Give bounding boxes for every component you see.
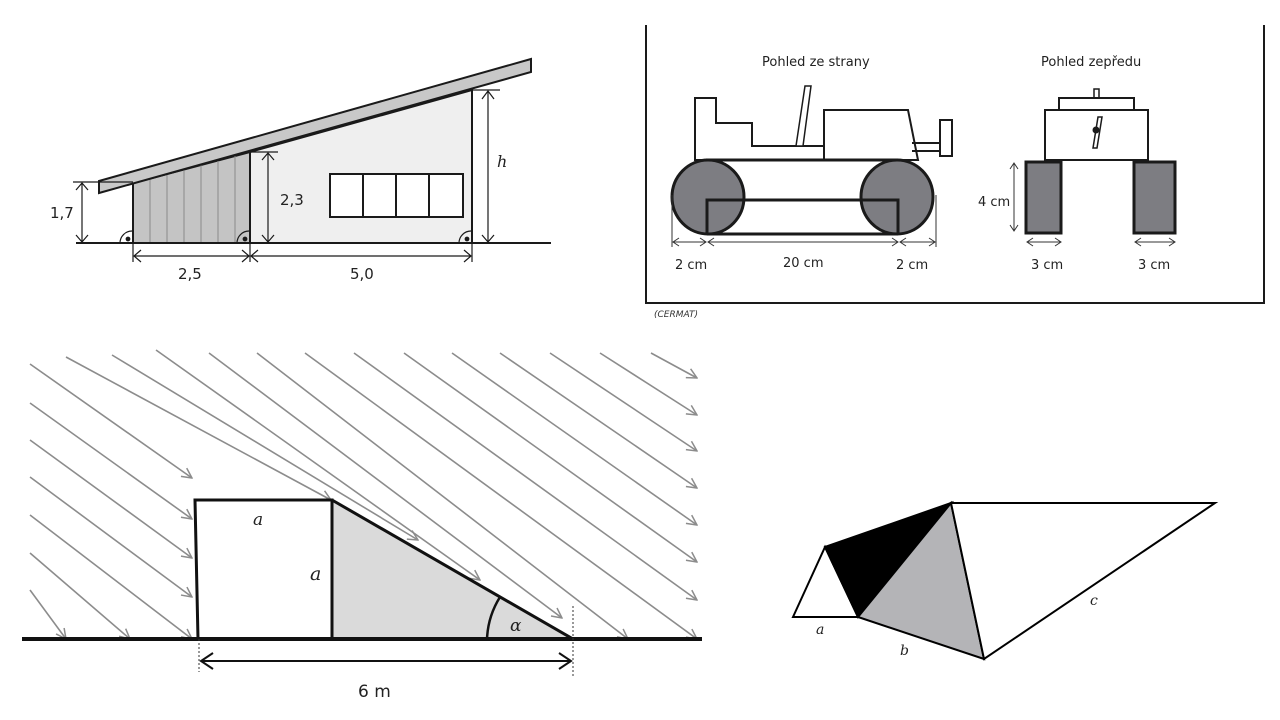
side-dim-right: 2 cm xyxy=(896,258,928,273)
side-view-tracks xyxy=(670,158,935,236)
source-credit: (CERMAT) xyxy=(654,310,698,320)
window xyxy=(329,173,464,218)
front-dim-left-width: 3 cm xyxy=(1031,258,1063,273)
sun-rays xyxy=(29,349,697,639)
shadow-hypotenuse xyxy=(331,498,574,641)
right-angle-marks xyxy=(119,230,472,244)
front-view-title: Pohled zepředu xyxy=(1041,55,1141,70)
triangles-svg: a b c xyxy=(791,500,1219,661)
front-view-dims xyxy=(1009,162,1176,247)
dim-widths xyxy=(132,243,473,263)
triangles-diagram: a b c xyxy=(760,480,1260,680)
label-c: c xyxy=(1090,593,1098,609)
house-diagram: 1,7 2,3 h 2,5 5,0 xyxy=(0,0,640,320)
shadow-svg: a a α 6 m xyxy=(22,349,702,702)
front-view-body xyxy=(1044,88,1149,161)
label-a: a xyxy=(816,622,824,638)
label-square-top: a xyxy=(253,510,263,530)
angle-arc xyxy=(485,596,502,640)
label-right-width: 5,0 xyxy=(350,265,374,283)
label-angle: α xyxy=(510,616,522,636)
dim-base xyxy=(198,606,574,677)
roof xyxy=(98,57,532,195)
label-base: 6 m xyxy=(358,682,391,702)
side-dim-middle: 20 cm xyxy=(783,256,824,271)
dim-mid-height xyxy=(250,151,278,243)
front-dim-height: 4 cm xyxy=(978,195,1010,210)
house-svg: 1,7 2,3 h 2,5 5,0 xyxy=(50,57,551,283)
label-mid-height: 2,3 xyxy=(280,191,304,209)
side-view-title: Pohled ze strany xyxy=(762,55,870,70)
dim-left-height xyxy=(73,181,133,243)
side-view-dims xyxy=(671,195,937,247)
label-left-width: 2,5 xyxy=(178,265,202,283)
frame-border xyxy=(645,25,1265,304)
shadow-diagram: a a α 6 m xyxy=(0,340,720,720)
dim-right-height xyxy=(472,89,500,243)
bulldozer-svg: Pohled ze strany Pohled zepředu xyxy=(645,25,1265,320)
label-b: b xyxy=(900,643,909,659)
triangle-white-large xyxy=(949,502,1219,661)
label-right-height: h xyxy=(497,152,507,171)
label-square-side: a xyxy=(310,563,321,585)
shed-planks xyxy=(149,156,236,243)
front-dim-right-width: 3 cm xyxy=(1138,258,1170,273)
label-left-height: 1,7 xyxy=(50,204,74,222)
bulldozer-diagram: Pohled ze strany Pohled zepředu xyxy=(640,0,1280,340)
front-view-tracks xyxy=(1024,160,1177,235)
side-view-body xyxy=(694,85,953,161)
side-dim-left: 2 cm xyxy=(675,258,707,273)
